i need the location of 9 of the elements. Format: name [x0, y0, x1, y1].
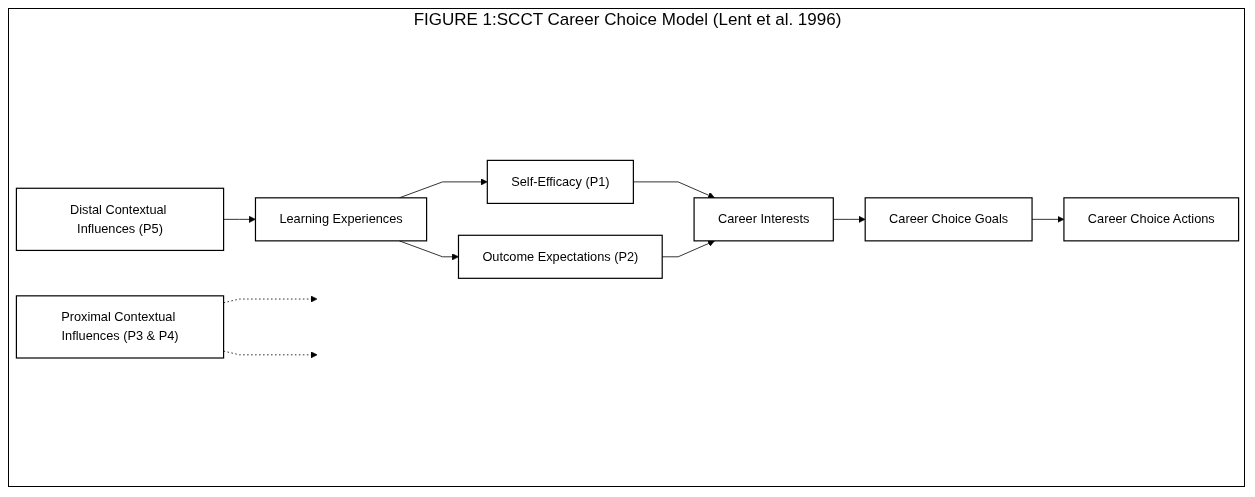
figure-title: FIGURE 1:SCCT Career Choice Model (Lent et al. 1996) — [412, 10, 843, 30]
node-box: Career Choice Actions — [1063, 197, 1240, 242]
node-box: Career Choice Goals — [864, 197, 1033, 242]
node-box: Distal Contextual Influences (P5) — [15, 187, 225, 251]
node-box: Career Interests — [693, 197, 834, 242]
node-box: Learning Experiences — [254, 197, 428, 242]
node-box: Outcome Expectations (P2) — [457, 234, 663, 279]
node-box: Self-Efficacy (P1) — [486, 159, 634, 204]
node-box: Proximal Contextual Influences (P3 & P4) — [15, 295, 225, 359]
